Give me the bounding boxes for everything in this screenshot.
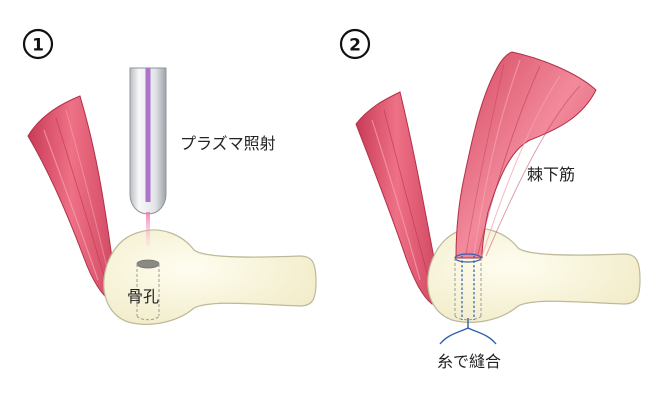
muscle-strip-left-2: [355, 91, 438, 305]
humerus-bone-1: [103, 229, 317, 325]
step-1-panel: 1 プラズマ照射 骨孔: [22, 28, 317, 325]
plasma-callout: プラズマ照射: [180, 134, 276, 153]
suture-threads: [439, 256, 497, 345]
muscle-strip-left: [27, 95, 116, 303]
step-2-number: 2: [349, 36, 361, 56]
suture-callout: 糸で縫合: [437, 352, 501, 371]
step-1-number: 1: [32, 36, 44, 56]
plasma-electrode: [145, 68, 151, 202]
bone-hole: [136, 259, 160, 321]
infraspinatus-muscle: [455, 51, 597, 259]
step-1-number-badge: 1: [22, 28, 54, 60]
bone-hole-tendon: [454, 253, 482, 321]
plasma-beam: [146, 212, 150, 246]
step-2-number-badge: 2: [339, 28, 371, 60]
plasma-probe: [129, 67, 167, 246]
bone-hole-callout: 骨孔: [127, 287, 159, 306]
step-2-panel: 2: [339, 28, 641, 371]
muscle-callout: 棘下筋: [527, 165, 575, 184]
